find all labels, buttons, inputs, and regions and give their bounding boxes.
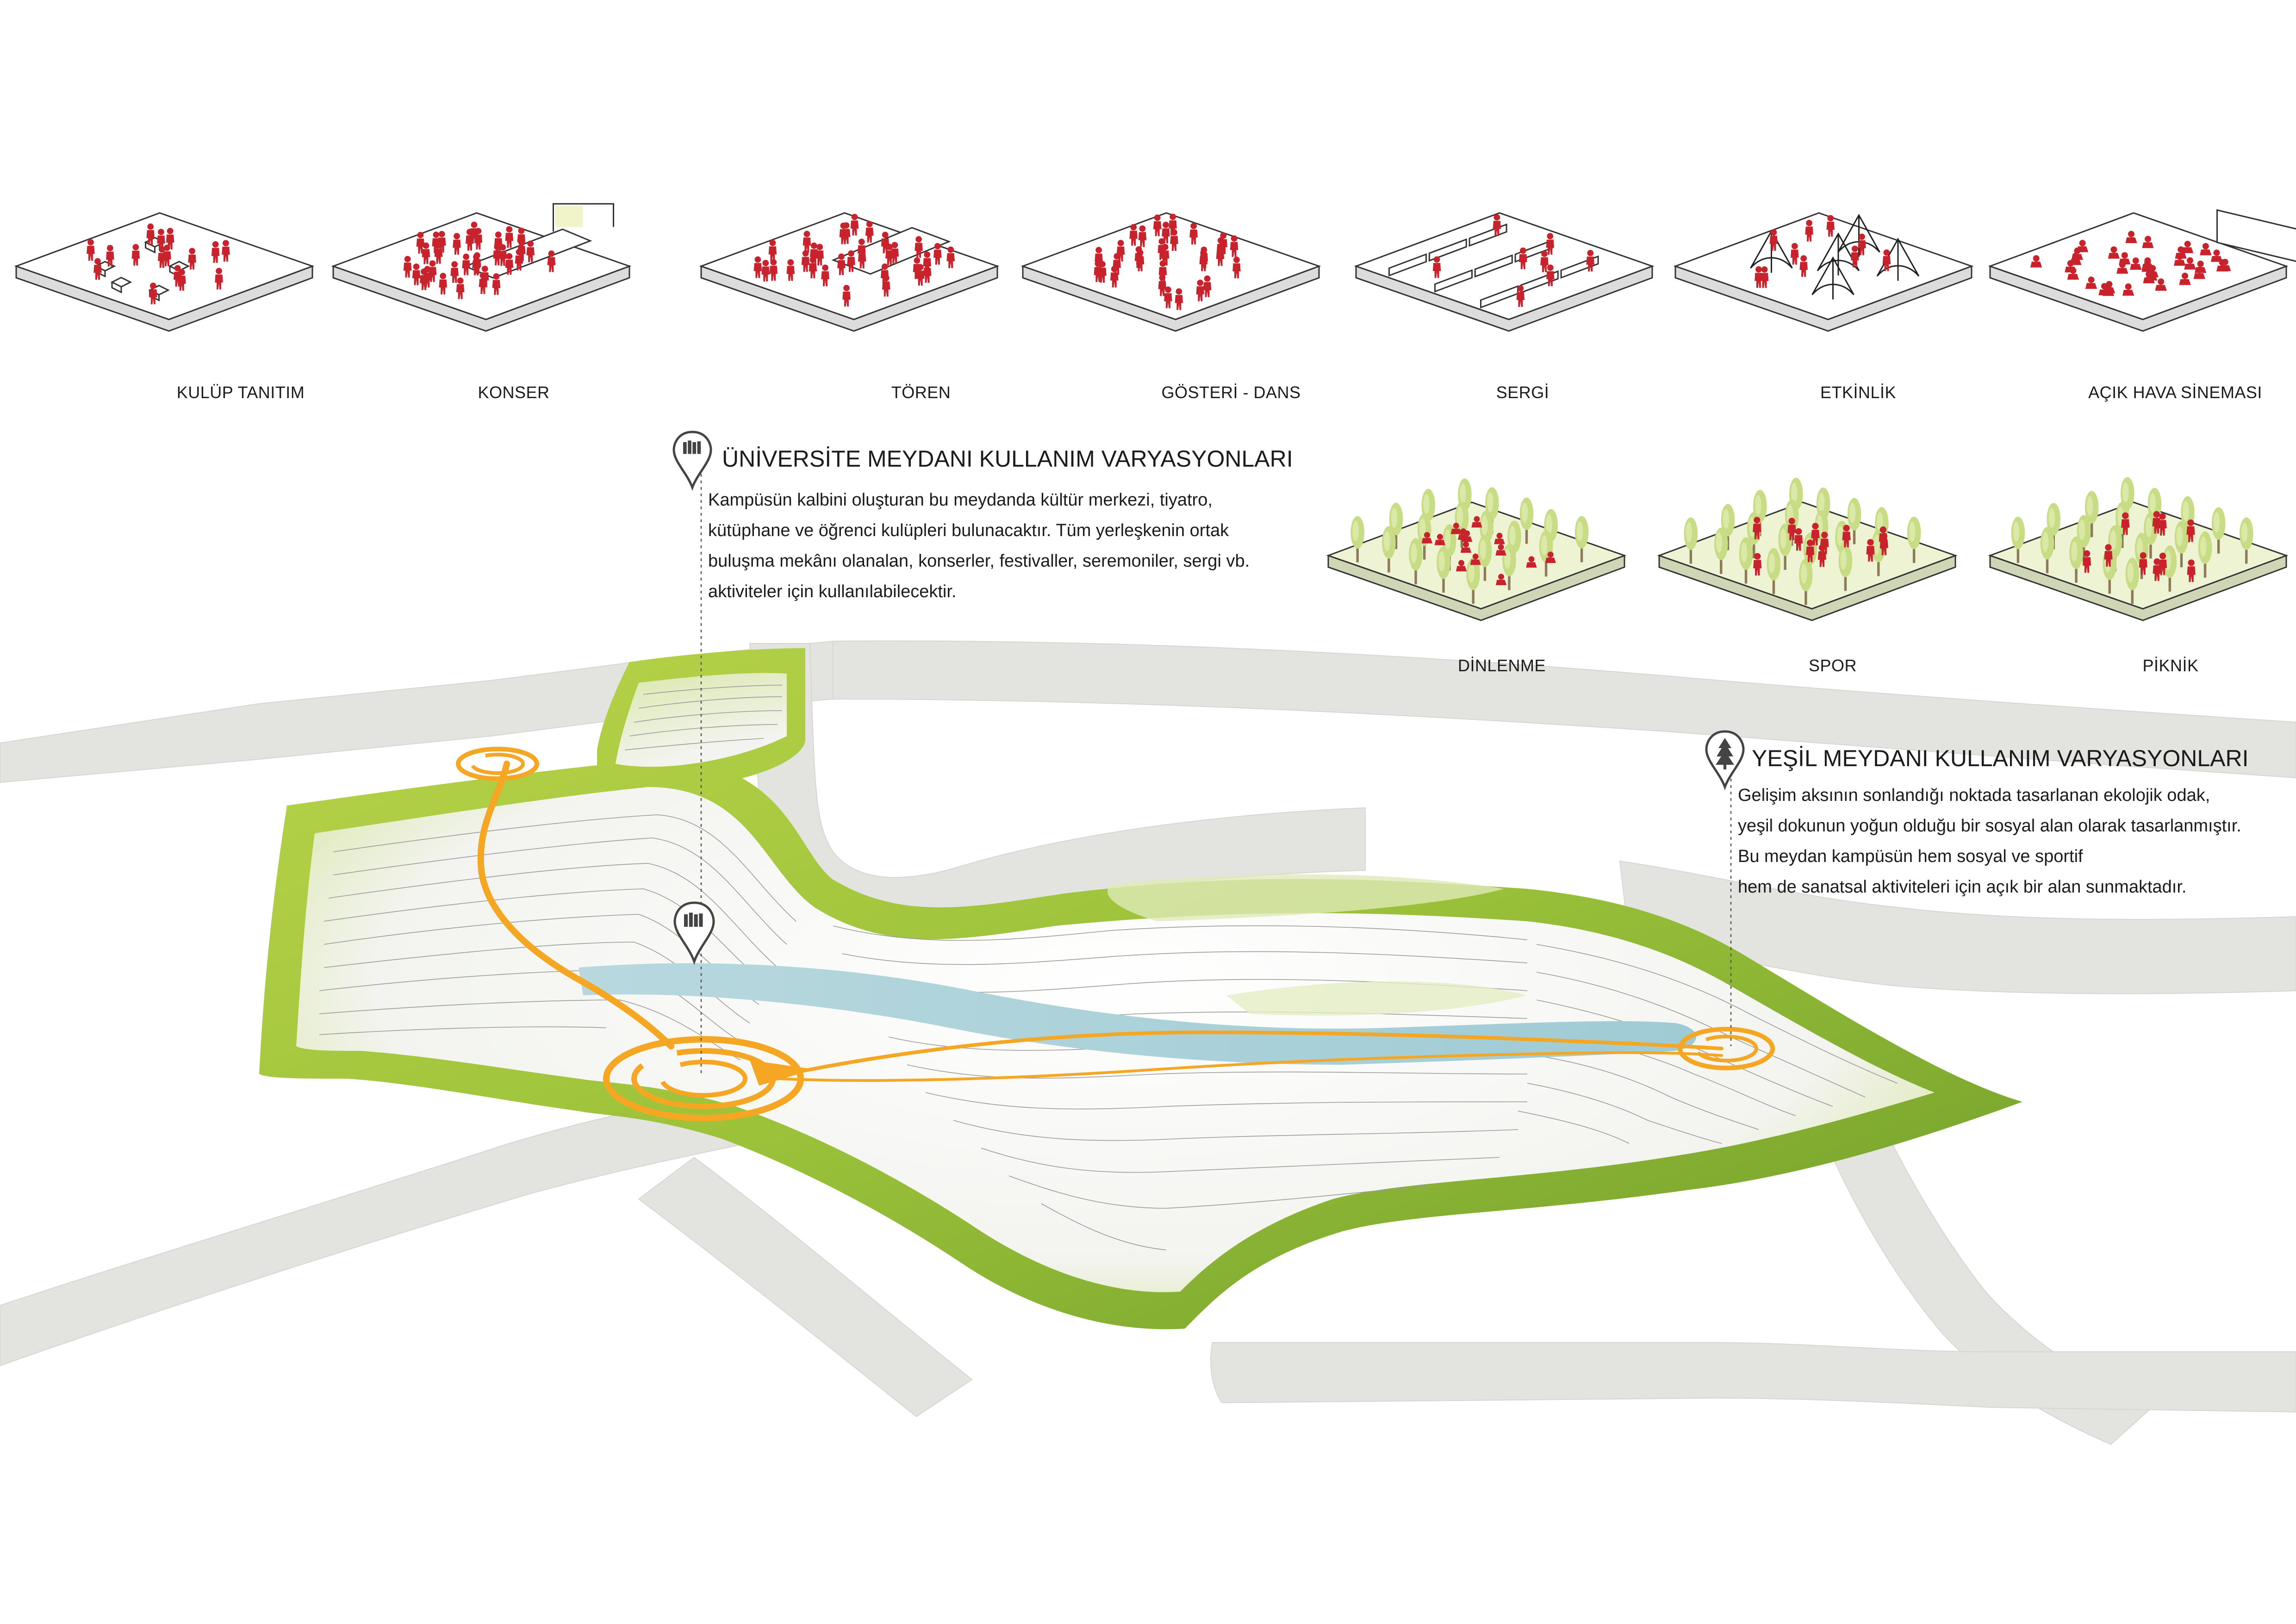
stand-table: [110, 276, 132, 294]
university-square-title: ÜNİVERSİTE MEYDANI KULLANIM VARYASYONLAR…: [722, 446, 1293, 472]
scenario-label: GÖSTERİ - DANS: [1161, 383, 1300, 402]
circulation-path: [477, 761, 1724, 1082]
leader-lines: [700, 468, 1732, 1074]
university-square-line-2: kütüphane ve öğrenci kulüpleri bulunacak…: [708, 521, 1229, 540]
tent-icon: [1811, 256, 1854, 300]
water-channel: [579, 963, 1696, 1065]
tile-top: [14, 212, 315, 320]
exhibition-panel: [1388, 253, 1427, 277]
scenario-label: DİNLENME: [1458, 656, 1546, 675]
cinema-screen: [2216, 209, 2296, 262]
scenario-tile-club: KULÜP TANITIM: [14, 212, 315, 402]
scenario-tile-concert: KONSER: [331, 203, 632, 402]
scenario-label: KONSER: [478, 383, 549, 402]
scenario-row-top: KULÜP TANITIM KONSER TÖREN GÖSTERİ - DANS SE…: [14, 203, 2296, 402]
green-square-title: YEŞİL MEYDANI KULLANIM VARYASYONLARI: [1752, 745, 2249, 771]
exhibition-panel: [1474, 254, 1513, 278]
scenario-tile-rest: DİNLENME: [1326, 478, 1627, 675]
site-plan: [259, 468, 2022, 1330]
scenario-label: SPOR: [1809, 656, 1857, 675]
green-square-line-2: yeşil dokunun yoğun olduğu bir sosyal al…: [1738, 816, 2241, 836]
stage-screen: [553, 203, 614, 232]
scenario-tile-exhibition: SERGİ: [1354, 212, 1655, 402]
scenario-tile-ceremony: TÖREN: [699, 212, 1000, 402]
green-square-block: YEŞİL MEYDANI KULLANIM VARYASYONLARI Gel…: [1705, 730, 2249, 897]
scenario-tile-picnic: PİKNİK: [1988, 477, 2289, 675]
scenario-label: TÖREN: [891, 383, 951, 402]
scenario-label: ETKİNLİK: [1820, 383, 1896, 402]
target-rings: [456, 747, 1775, 1121]
scenario-label: PİKNİK: [2142, 656, 2198, 675]
road-network: [0, 640, 2296, 1445]
green-square-line-3: Bu meydan kampüsün hem sosyal ve sportif: [1738, 847, 2083, 866]
tile-top: [1020, 212, 1321, 320]
exhibition-panel: [1434, 269, 1473, 293]
university-square-block: ÜNİVERSİTE MEYDANI KULLANIM VARYASYONLAR…: [672, 431, 1293, 601]
scenario-row-green: DİNLENME SPOR PİKNİK: [1326, 477, 2289, 675]
contour-lines: [319, 685, 1898, 1250]
scenario-label: KULÜP TANITIM: [177, 383, 305, 402]
crowd-pin-icon: [673, 901, 715, 965]
stage-light: [555, 206, 583, 227]
scenario-tile-dance: GÖSTERİ - DANS: [1020, 212, 1321, 402]
scenario-tile-sport: SPOR: [1657, 478, 1958, 675]
tree-pin-icon: [1705, 730, 1745, 791]
green-square-line-1: Gelişim aksının sonlandığı noktada tasar…: [1738, 786, 2210, 805]
scenario-label: SERGİ: [1496, 383, 1549, 402]
scenario-label: AÇIK HAVA SİNEMASI: [2088, 383, 2262, 402]
tile-top: [1673, 212, 1974, 320]
scenario-tile-event: ETKİNLİK: [1673, 212, 1974, 402]
university-square-line-1: Kampüsün kalbini oluşturan bu meydanda k…: [708, 490, 1213, 510]
university-square-line-4: aktiviteler için kullanılabilecektir.: [708, 582, 956, 601]
green-square-line-4: hem de sanatsal aktiviteleri için açık b…: [1738, 877, 2186, 897]
scenario-tile-cinema: AÇIK HAVA SİNEMASI: [1988, 209, 2296, 402]
university-square-line-3: buluşma mekânı olanalan, konserler, fest…: [708, 551, 1250, 571]
exhibition-panel: [1428, 238, 1467, 262]
site-interior: [296, 673, 1935, 1293]
crowd-pin-icon: [672, 431, 712, 491]
